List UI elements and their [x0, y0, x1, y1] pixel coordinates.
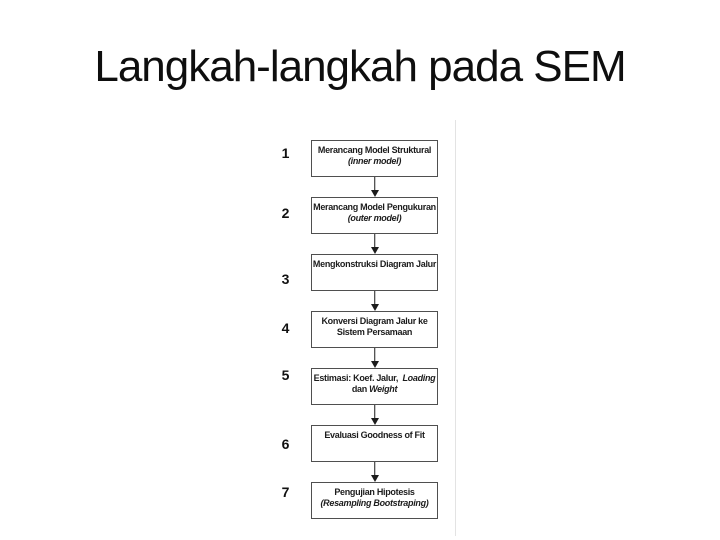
- step-box: Merancang Model Struktural (inner model): [311, 140, 438, 177]
- flowchart-step-4: 4 Konversi Diagram Jalur ke Sistem Persa…: [260, 311, 438, 348]
- arrow-head: [370, 304, 379, 311]
- step-box-line-2: (Resampling Bootstraping): [320, 498, 429, 508]
- step-box-line-1: Pengujian Hipotesis: [334, 487, 415, 497]
- step-box: Merancang Model Pengukuran (outer model): [311, 197, 438, 234]
- down-arrow-icon: [311, 234, 438, 254]
- arrow-line: [373, 234, 376, 247]
- sem-steps-flowchart: 1 Merancang Model Struktural (inner mode…: [260, 122, 456, 519]
- step-number: 4: [281, 319, 290, 336]
- arrow-head: [370, 475, 379, 482]
- flowchart-step-3: 3 Mengkonstruksi Diagram Jalur: [260, 254, 438, 291]
- slide-title: Langkah-langkah pada SEM: [94, 42, 626, 91]
- down-arrow-icon: [311, 177, 438, 197]
- flowchart-step-2: 2 Merancang Model Pengukuran (outer mode…: [260, 197, 438, 234]
- arrow-line: [373, 462, 376, 475]
- step-box-line-2: Sistem Persamaan: [336, 327, 413, 337]
- arrow-head: [370, 190, 379, 197]
- arrow-head: [370, 418, 379, 425]
- step-box-line-2: (inner model): [347, 156, 402, 166]
- down-arrow-icon: [311, 405, 438, 425]
- down-arrow-icon: [311, 291, 438, 311]
- step-box: Mengkonstruksi Diagram Jalur: [311, 254, 438, 291]
- step-box-line-1: Evaluasi Goodness of Fit: [324, 430, 425, 440]
- step-box-line-1: Konversi Diagram Jalur ke: [321, 316, 428, 326]
- arrow-line: [373, 177, 376, 190]
- step-number: 5: [281, 366, 290, 383]
- step-number: 3: [281, 270, 290, 287]
- step-number: 2: [281, 204, 290, 221]
- arrow-line: [373, 405, 376, 418]
- arrow-line: [373, 348, 376, 361]
- down-arrow-icon: [311, 348, 438, 368]
- step-box-line-2: dan Weight: [351, 384, 398, 394]
- flowchart-step-7: 7 Pengujian Hipotesis (Resampling Bootst…: [260, 482, 438, 519]
- arrow-head: [370, 247, 379, 254]
- flowchart-step-1: 1 Merancang Model Struktural (inner mode…: [260, 140, 438, 177]
- step-box: Evaluasi Goodness of Fit: [311, 425, 438, 462]
- arrow-head: [370, 361, 379, 368]
- step-box: Estimasi: Koef. Jalur, Loading dan Weigh…: [311, 368, 438, 405]
- step-number: 6: [281, 435, 290, 452]
- step-box-line-1: Merancang Model Struktural: [317, 145, 432, 155]
- step-number: 1: [281, 144, 290, 161]
- flowchart-step-6: 6 Evaluasi Goodness of Fit: [260, 425, 438, 462]
- image-edge-line: [455, 120, 456, 536]
- flowchart-step-5: 5 Estimasi: Koef. Jalur, Loading dan Wei…: [260, 367, 438, 405]
- step-number: 7: [281, 483, 290, 500]
- step-box-line-2: (outer model): [347, 213, 402, 223]
- step-box: Konversi Diagram Jalur ke Sistem Persama…: [311, 311, 438, 348]
- step-box-line-1: Estimasi: Koef. Jalur, Loading: [313, 373, 436, 383]
- step-box-line-1: Merancang Model Pengukuran: [313, 202, 436, 212]
- arrow-line: [373, 291, 376, 304]
- down-arrow-icon: [311, 462, 438, 482]
- step-box-line-1: Mengkonstruksi Diagram Jalur: [312, 259, 437, 269]
- step-box: Pengujian Hipotesis (Resampling Bootstra…: [311, 482, 438, 519]
